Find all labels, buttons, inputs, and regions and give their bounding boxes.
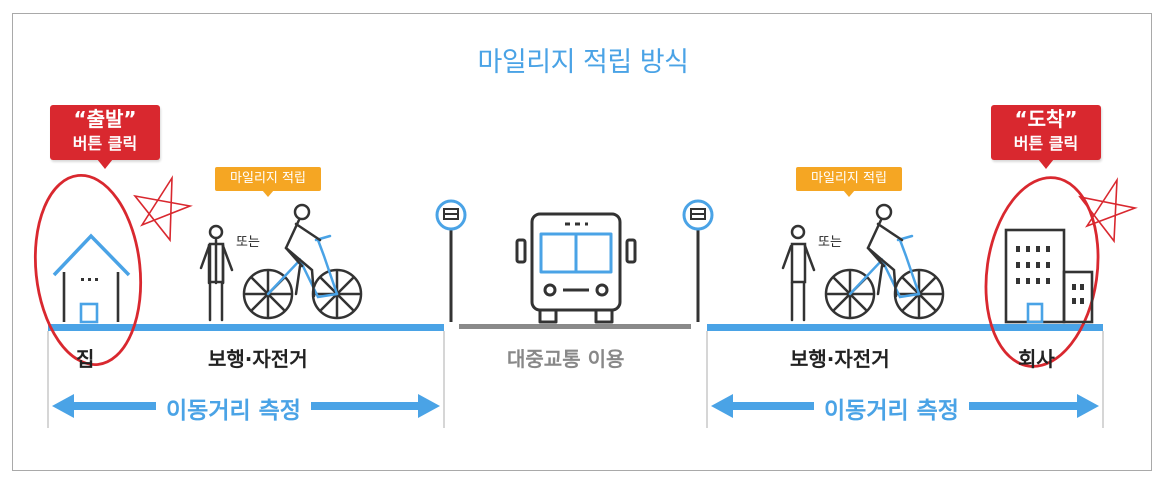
mileage-badge-right: 마일리지 적립: [796, 167, 902, 197]
cyclist-left-icon: [242, 203, 363, 320]
or-text-right: 또는: [818, 235, 842, 250]
segment-walk-bike-right-label: 보행·자전거: [790, 347, 890, 371]
pedestrian-right-icon: [781, 224, 816, 322]
start-star-icon: [133, 175, 193, 243]
start-callout-subtitle: 버튼 클릭: [72, 134, 138, 153]
start-callout-title: “출발”: [73, 107, 137, 131]
start-button-callout: “출발” 버튼 클릭: [50, 105, 160, 169]
bus-stop-left-icon: [435, 199, 467, 322]
end-callout-subtitle: 버튼 클릭: [1013, 134, 1079, 153]
end-button-callout: “도착” 버튼 클릭: [991, 105, 1101, 169]
end-callout-title: “도착”: [1014, 107, 1078, 131]
pedestrian-left-icon: [199, 224, 234, 322]
segment-office-label: 회사: [1018, 347, 1055, 371]
bus-stop-right-icon: [682, 199, 714, 322]
cyclist-right-icon: [824, 203, 945, 320]
mileage-badge-left: 마일리지 적립: [215, 167, 321, 197]
road-left: [48, 324, 444, 331]
segment-home-label: 집: [76, 347, 95, 371]
or-text-left: 또는: [236, 235, 260, 250]
office-building-icon: [1004, 228, 1094, 324]
end-star-icon: [1078, 177, 1138, 244]
distance-label-right: 이동거리 측정: [814, 391, 969, 425]
diagram-title: 마일리지 적립 방식: [477, 47, 689, 78]
segment-transit-label: 대중교통 이용: [507, 347, 625, 371]
house-icon: [52, 233, 131, 324]
distance-label-left: 이동거리 측정: [156, 391, 311, 425]
bus-icon: [515, 212, 637, 324]
start-highlight-circle: [33, 173, 143, 367]
segment-walk-bike-left-label: 보행·자전거: [208, 347, 308, 371]
end-highlight-circle: [984, 176, 1100, 368]
road-right: [707, 324, 1103, 331]
road-transit: [459, 324, 691, 329]
